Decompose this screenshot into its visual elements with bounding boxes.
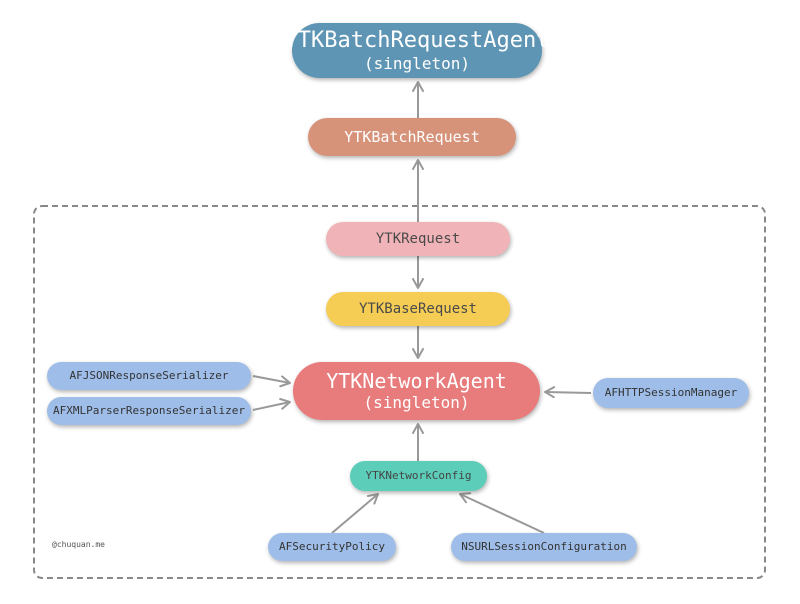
node-subtitle: (singleton) (364, 54, 470, 74)
node-title: AFSecurityPolicy (279, 540, 385, 554)
node-title: YTKNetworkAgent (326, 369, 507, 394)
node-title: AFJSONResponseSerializer (69, 369, 229, 383)
node-title: YTKBatchRequest (344, 128, 480, 146)
edge-security-policy-to-network-config (331, 493, 379, 534)
af-security-policy-node: AFSecurityPolicy (268, 533, 396, 561)
ytk-network-agent-node: YTKNetworkAgent (singleton) (293, 362, 540, 420)
ytk-base-request-node: YTKBaseRequest (326, 292, 510, 326)
node-subtitle: (singleton) (363, 393, 470, 413)
ytk-request-node: YTKRequest (326, 222, 510, 256)
af-json-response-serializer-node: AFJSONResponseSerializer (47, 362, 251, 390)
af-xml-parser-response-serializer-node: AFXMLParserResponseSerializer (47, 397, 251, 425)
edge-json-serializer-to-network-agent (252, 375, 291, 388)
node-title: AFXMLParserResponseSerializer (52, 404, 246, 418)
node-title: YTKBaseRequest (358, 300, 477, 317)
ytk-batch-request-node: YTKBatchRequest (308, 118, 516, 156)
edge-http-manager-to-network-agent (544, 386, 592, 399)
network-layer-group-border (33, 205, 766, 579)
edges (252, 81, 592, 534)
node-title: YTKBatchRequestAgent (284, 27, 550, 53)
nsurl-session-configuration-node: NSURLSessionConfiguration (451, 533, 637, 561)
ytk-batch-request-agent-node: YTKBatchRequestAgent (singleton) (285, 23, 549, 78)
edge-session-config-to-network-config (459, 492, 545, 534)
node-title: AFHTTPSessionManager (604, 386, 738, 400)
af-http-session-manager-node: AFHTTPSessionManager (593, 378, 749, 408)
credit-watermark: @chuquan.me (52, 540, 105, 549)
ytk-network-config-node: YTKNetworkConfig (350, 461, 487, 491)
node-title: YTKNetworkConfig (365, 469, 472, 483)
edge-xml-serializer-to-network-agent (252, 398, 291, 411)
node-title: YTKRequest (375, 230, 461, 247)
node-title: NSURLSessionConfiguration (461, 540, 627, 554)
